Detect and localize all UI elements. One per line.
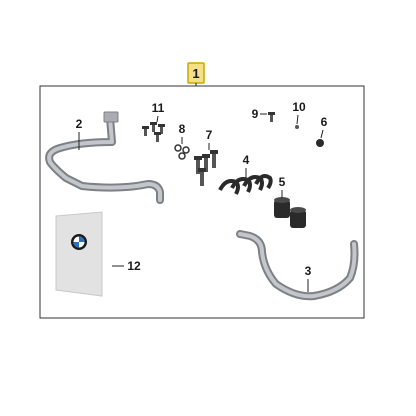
svg-text:7: 7 bbox=[206, 128, 213, 142]
handlebar-bracket-right-icon bbox=[236, 230, 359, 301]
part-label-11[interactable]: 11 bbox=[152, 101, 165, 115]
screw-icon bbox=[268, 112, 275, 122]
part-leader-6 bbox=[320, 129, 324, 139]
part-label-7[interactable]: 7 bbox=[206, 128, 213, 142]
part-label-8[interactable]: 8 bbox=[179, 122, 186, 136]
part-label-3[interactable]: 3 bbox=[305, 264, 312, 278]
small-washer-icon bbox=[295, 125, 299, 129]
part-label-4[interactable]: 4 bbox=[243, 153, 250, 167]
part-label-2[interactable]: 2 bbox=[76, 117, 83, 131]
main-callout[interactable]: 1 bbox=[187, 62, 205, 84]
bmw-logo-icon bbox=[71, 234, 87, 250]
screw-set-icon bbox=[142, 122, 165, 142]
svg-text:4: 4 bbox=[243, 153, 250, 167]
part-leader-11 bbox=[156, 115, 159, 123]
part-label-12[interactable]: 12 bbox=[127, 259, 141, 273]
svg-text:3: 3 bbox=[305, 264, 312, 278]
clamp-set-icon bbox=[218, 174, 273, 195]
part-label-10[interactable]: 10 bbox=[292, 100, 306, 114]
part-label-9[interactable]: 9 bbox=[252, 107, 259, 121]
svg-text:10: 10 bbox=[292, 100, 306, 114]
svg-text:5: 5 bbox=[279, 175, 286, 189]
svg-text:1: 1 bbox=[192, 66, 199, 81]
svg-text:11: 11 bbox=[152, 101, 165, 115]
hex-bolt-icon bbox=[194, 150, 218, 186]
svg-text:8: 8 bbox=[179, 122, 186, 136]
part-label-5[interactable]: 5 bbox=[279, 175, 286, 189]
svg-text:9: 9 bbox=[252, 107, 259, 121]
manual-icon bbox=[55, 211, 103, 297]
handlebar-bracket-left-icon bbox=[45, 111, 164, 204]
washer-icon bbox=[174, 144, 190, 160]
nut-icon bbox=[316, 139, 324, 147]
svg-text:2: 2 bbox=[76, 117, 83, 131]
svg-text:12: 12 bbox=[127, 259, 141, 273]
part-leader-10 bbox=[296, 114, 299, 125]
svg-text:6: 6 bbox=[321, 115, 328, 129]
part-label-6[interactable]: 6 bbox=[321, 115, 328, 129]
rubber-buffer-icon bbox=[274, 197, 306, 228]
